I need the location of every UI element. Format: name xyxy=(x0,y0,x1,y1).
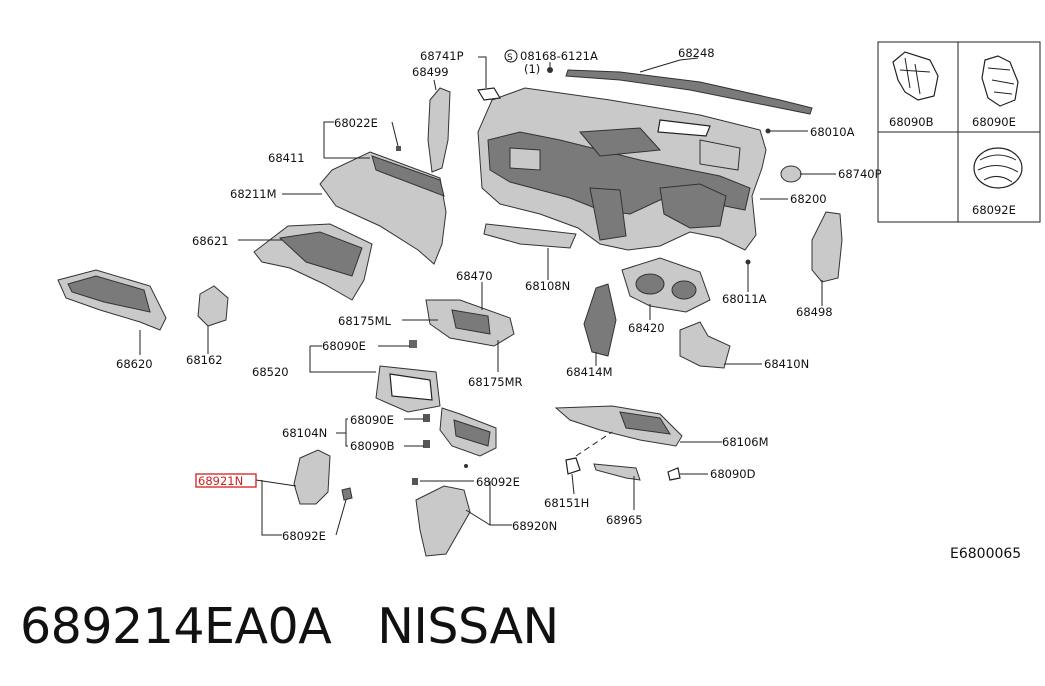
callout-68620: 68620 xyxy=(116,357,153,371)
part-caption: 689214EA0A NISSAN xyxy=(20,598,559,655)
brand-name: NISSAN xyxy=(377,598,559,655)
center-vent-68470 xyxy=(425,299,515,347)
callout-68022e: 68022E xyxy=(334,116,378,130)
lid-assembly-68411 xyxy=(319,151,447,265)
screw-callout: S 08168-6121A (1) xyxy=(504,49,598,76)
callout-68090d: 68090D xyxy=(710,467,756,481)
dashed-guide xyxy=(575,431,613,457)
callout-68740p: 68740P xyxy=(838,167,882,181)
callout-68106m: 68106M xyxy=(722,435,769,449)
trim-68499 xyxy=(427,87,451,173)
cluster-ring-68520 xyxy=(375,365,441,413)
callout-68411: 68411 xyxy=(268,151,305,165)
callout-68920n: 68920N xyxy=(512,519,557,533)
legend-label-68090b: 68090B xyxy=(889,115,934,129)
callout-68090e-a: 68090E xyxy=(322,339,366,353)
clip-68151h xyxy=(565,457,581,475)
callout-68499: 68499 xyxy=(412,65,449,79)
clip-legend-box: 68090B 68090E 68092E xyxy=(877,41,1041,223)
screw-08168 xyxy=(547,67,553,73)
clip-68090e-a xyxy=(409,340,417,348)
clip-68092e-a xyxy=(412,478,418,485)
highlighted-callout-68921n[interactable]: 68921N xyxy=(195,473,257,488)
callout-68414m: 68414M xyxy=(566,365,613,379)
callout-68104n: 68104N xyxy=(282,426,327,440)
callout-68965: 68965 xyxy=(606,513,643,527)
cover-68921n xyxy=(293,449,331,505)
callout-68090e-b: 68090E xyxy=(350,413,394,427)
side-panel-68498 xyxy=(811,211,843,283)
clip-68741p xyxy=(477,87,501,101)
callout-68741p: 68741P xyxy=(420,49,464,63)
callout-68092e-a: 68092E xyxy=(476,475,520,489)
clip-68090b-icon xyxy=(892,51,939,101)
callout-68420: 68420 xyxy=(628,321,665,335)
bracket-68104n xyxy=(439,407,497,457)
lower-cover-68106m xyxy=(554,405,683,447)
dashboard-panel-68200 xyxy=(477,87,767,251)
defroster-strip-68248 xyxy=(565,69,813,115)
callout-68108n: 68108N xyxy=(525,279,570,293)
legend-label-68092e: 68092E xyxy=(972,203,1016,217)
callout-68410n: 68410N xyxy=(764,357,809,371)
callout-68520: 68520 xyxy=(252,365,289,379)
callout-68200: 68200 xyxy=(790,192,827,206)
clip-68090d xyxy=(667,467,681,481)
screw-qty: (1) xyxy=(524,62,540,76)
glove-box-68620 xyxy=(57,269,167,331)
svg-text:S: S xyxy=(507,53,513,63)
callout-68621: 68621 xyxy=(192,234,229,248)
lower-strip-68108n xyxy=(483,223,577,249)
leader-lines xyxy=(139,56,836,536)
callout-68470: 68470 xyxy=(456,269,493,283)
callout-68090b-b: 68090B xyxy=(350,439,395,453)
part-number: 689214EA0A xyxy=(20,598,332,655)
callout-68211m: 68211M xyxy=(230,187,277,201)
callout-68175ml: 68175ML xyxy=(338,314,392,328)
callout-68162: 68162 xyxy=(186,353,223,367)
meter-hood-68420 xyxy=(621,257,711,313)
screw-68104n xyxy=(464,464,468,468)
clip-68090b-b xyxy=(423,440,430,448)
screw-68010a xyxy=(765,128,771,134)
grommet-68740p xyxy=(780,165,802,183)
clip-68022e xyxy=(396,146,401,151)
trim-68414m xyxy=(583,283,617,357)
callout-68248: 68248 xyxy=(678,46,715,60)
bracket-68162 xyxy=(197,285,229,327)
highlighted-label: 68921N xyxy=(198,474,243,488)
callout-68151h: 68151H xyxy=(544,496,589,510)
diagram-code: E6800065 xyxy=(950,546,1021,562)
lower-trim-68920n xyxy=(415,485,471,557)
clip-68090e-icon xyxy=(981,55,1019,107)
glovebox-frame-68621 xyxy=(253,223,373,301)
callout-68011a: 68011A xyxy=(722,292,767,306)
callout-68498: 68498 xyxy=(796,305,833,319)
strip-68965 xyxy=(593,463,641,481)
clip-68092e-b xyxy=(341,487,353,501)
legend-label-68090e: 68090E xyxy=(972,115,1016,129)
trim-68410n xyxy=(679,321,731,369)
clip-68092e-icon xyxy=(973,147,1023,189)
callout-68092e-b: 68092E xyxy=(282,529,326,543)
screw-label: 08168-6121A xyxy=(520,49,598,63)
clip-68090e-b xyxy=(423,414,430,422)
screw-68011a xyxy=(745,259,751,265)
callout-68175mr: 68175MR xyxy=(468,375,523,389)
callout-68010a: 68010A xyxy=(810,125,855,139)
